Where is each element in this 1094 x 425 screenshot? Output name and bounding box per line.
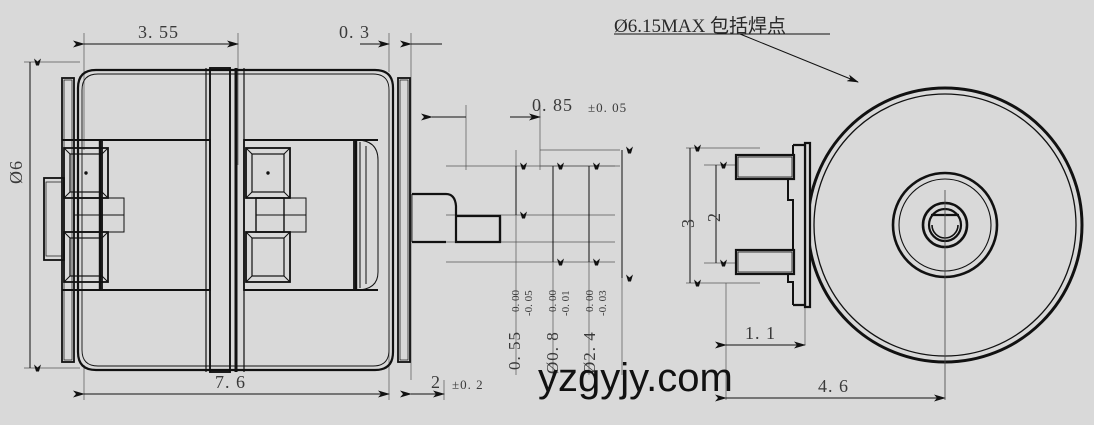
dim-0-85-tolerance: ±0. 05 (588, 100, 628, 115)
dim-4-6: 4. 6 (818, 376, 849, 396)
dim-3-front: 3 (678, 218, 698, 228)
motor-shaft (411, 192, 502, 244)
dim-0-55-tol-lower: -0. 05 (523, 290, 535, 316)
dim-diameter-6: Ø6 (6, 160, 26, 184)
dim-0-55: 0. 55 (505, 331, 524, 370)
dim-7-6: 7. 6 (215, 372, 246, 392)
dim-diameter-2-4-tol-lower: -0. 03 (597, 290, 609, 316)
dim-2-front: 2 (704, 212, 724, 222)
site-watermark: yzgyjy.com (538, 356, 733, 400)
dim-diameter-2-4-tol-upper: 0. 00 (584, 290, 596, 312)
note-max-diameter: Ø6.15MAX 包括焊点 (614, 16, 787, 37)
dimension-lines (29, 33, 946, 402)
dim-0-85: 0. 85 (532, 95, 573, 115)
dim-0-55-tol-upper: 0. 00 (510, 290, 522, 312)
dim-2-tolerance: ±0. 2 (452, 377, 484, 392)
dim-1-1: 1. 1 (745, 323, 776, 343)
dim-0-3: 0. 3 (339, 22, 370, 42)
dim-diameter-0-8-tol-upper: 0. 00 (547, 290, 559, 312)
dim-diameter-0-8-tol-lower: -0. 01 (560, 290, 572, 316)
motor-internal-section (62, 139, 379, 291)
dim-3-55: 3. 55 (138, 22, 179, 42)
motor-front-view (734, 86, 1084, 400)
dim-2-plusminus: 2 (431, 372, 441, 392)
